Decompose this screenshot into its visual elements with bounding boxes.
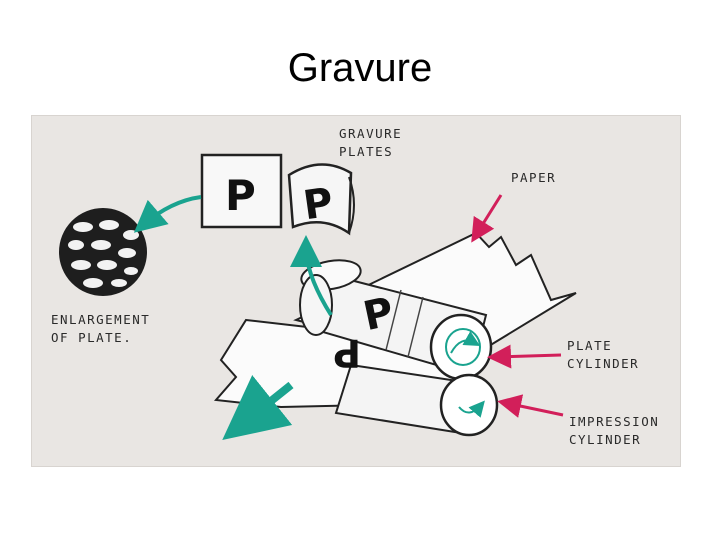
label-gravure-plates: GRAVURE PLATES <box>339 126 403 159</box>
curved-plate-letter: P <box>301 180 336 230</box>
enlargement-arrow <box>133 195 202 233</box>
plate-to-cylinder-arrow <box>290 235 333 317</box>
paper-arrow <box>471 194 503 243</box>
gravure-diagram: P P P P GRAVURE PLATES PAPER ENLARGEMENT… <box>31 115 681 467</box>
plate-rotation-arrow <box>450 331 481 354</box>
flat-plate-letter: P <box>225 171 256 220</box>
plate-cylinder-arrow <box>487 344 562 369</box>
impression-cylinder-arrow <box>497 394 564 418</box>
printed-letter: P <box>333 331 361 375</box>
impression-rotation-arrow <box>458 400 485 418</box>
impression-cylinder-end <box>439 373 499 437</box>
diagram-artwork: P P P P <box>31 115 681 467</box>
flat-plate <box>200 153 283 229</box>
enlargement-circle <box>59 208 147 296</box>
output-arrow <box>222 375 294 440</box>
curved-plate <box>287 163 353 236</box>
label-enlargement-of-plate: ENLARGEMENT OF PLATE. <box>51 312 151 345</box>
slide-title: Gravure <box>287 46 433 90</box>
label-paper: PAPER <box>511 170 557 185</box>
label-plate-cylinder: PLATE CYLINDER <box>567 338 640 371</box>
label-impression-cylinder: IMPRESSION CYLINDER <box>569 414 660 447</box>
